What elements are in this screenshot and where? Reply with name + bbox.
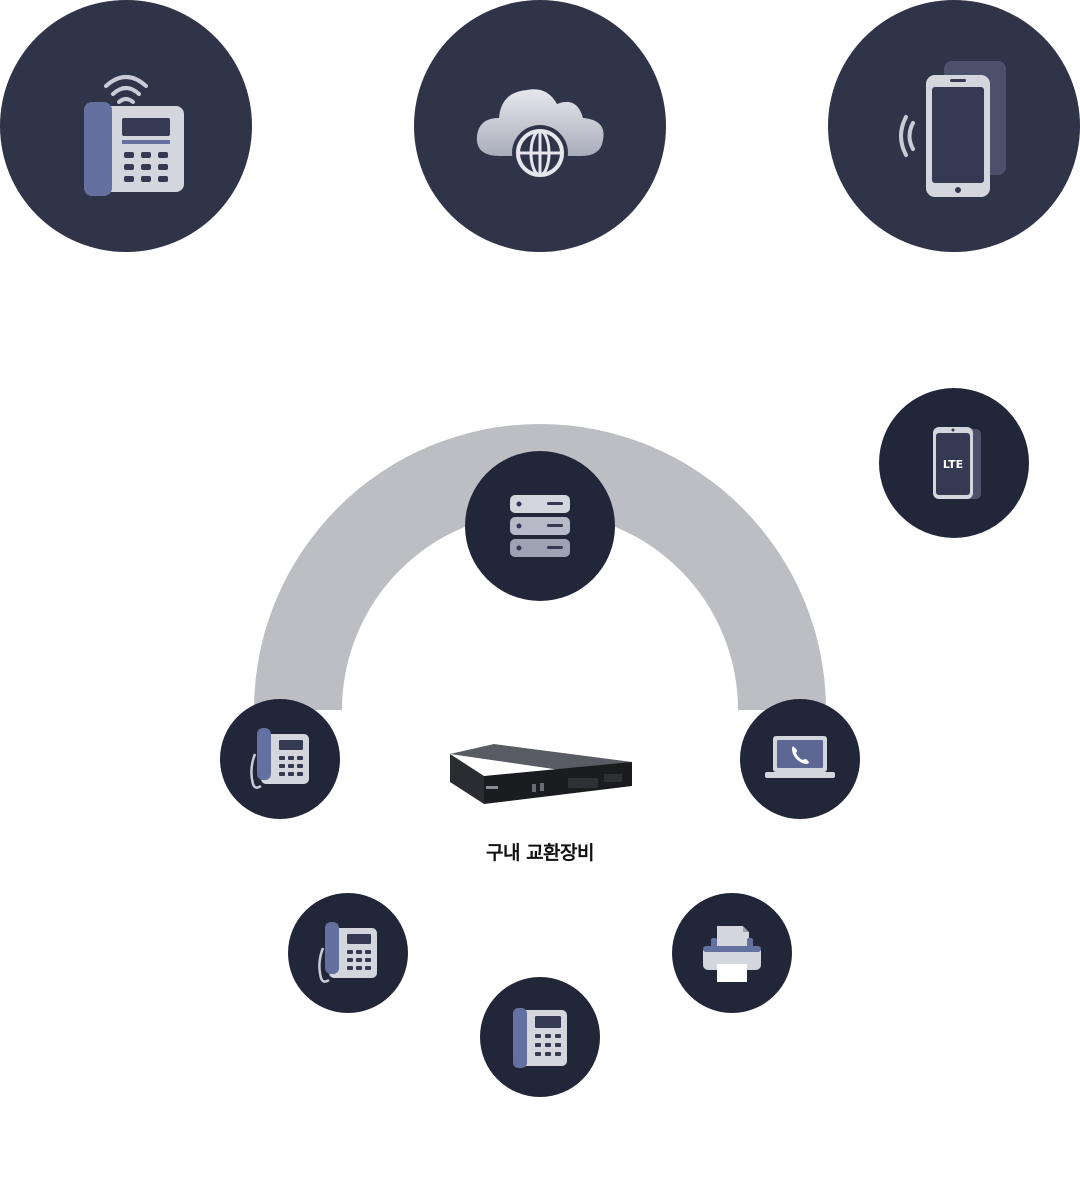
softphone-laptop-node <box>740 699 860 819</box>
lte-phone-node: LTE <box>879 388 1029 538</box>
server-node <box>465 451 615 601</box>
smartphone-signal-icon <box>899 61 1006 197</box>
lte-phone-icon: LTE <box>933 427 981 499</box>
fax-printer-node <box>672 893 792 1013</box>
ip-phone-icon <box>250 728 309 789</box>
ip-phone-left-node <box>220 699 340 819</box>
desk-phone-bottom-node <box>480 977 600 1097</box>
cloud-globe-icon <box>476 89 604 181</box>
desk-phone-icon <box>513 1008 567 1068</box>
wireless-desk-phone-node <box>0 0 252 252</box>
laptop-phone-icon <box>765 736 835 778</box>
lte-badge: LTE <box>943 458 963 471</box>
pbx-label: 구내 교환장비 <box>486 842 595 864</box>
pbx-device <box>448 740 634 814</box>
mobile-phone-node <box>828 0 1080 252</box>
cloud-internet-node <box>414 0 666 252</box>
printer-icon <box>703 926 761 982</box>
pbx-rack-unit-icon <box>450 744 632 804</box>
wireless-desk-phone-icon <box>84 75 184 196</box>
ip-phone-lower-left-node <box>288 893 408 1013</box>
arc-band <box>254 424 826 710</box>
ip-phone-icon <box>318 922 377 983</box>
server-rack-icon <box>510 495 570 557</box>
